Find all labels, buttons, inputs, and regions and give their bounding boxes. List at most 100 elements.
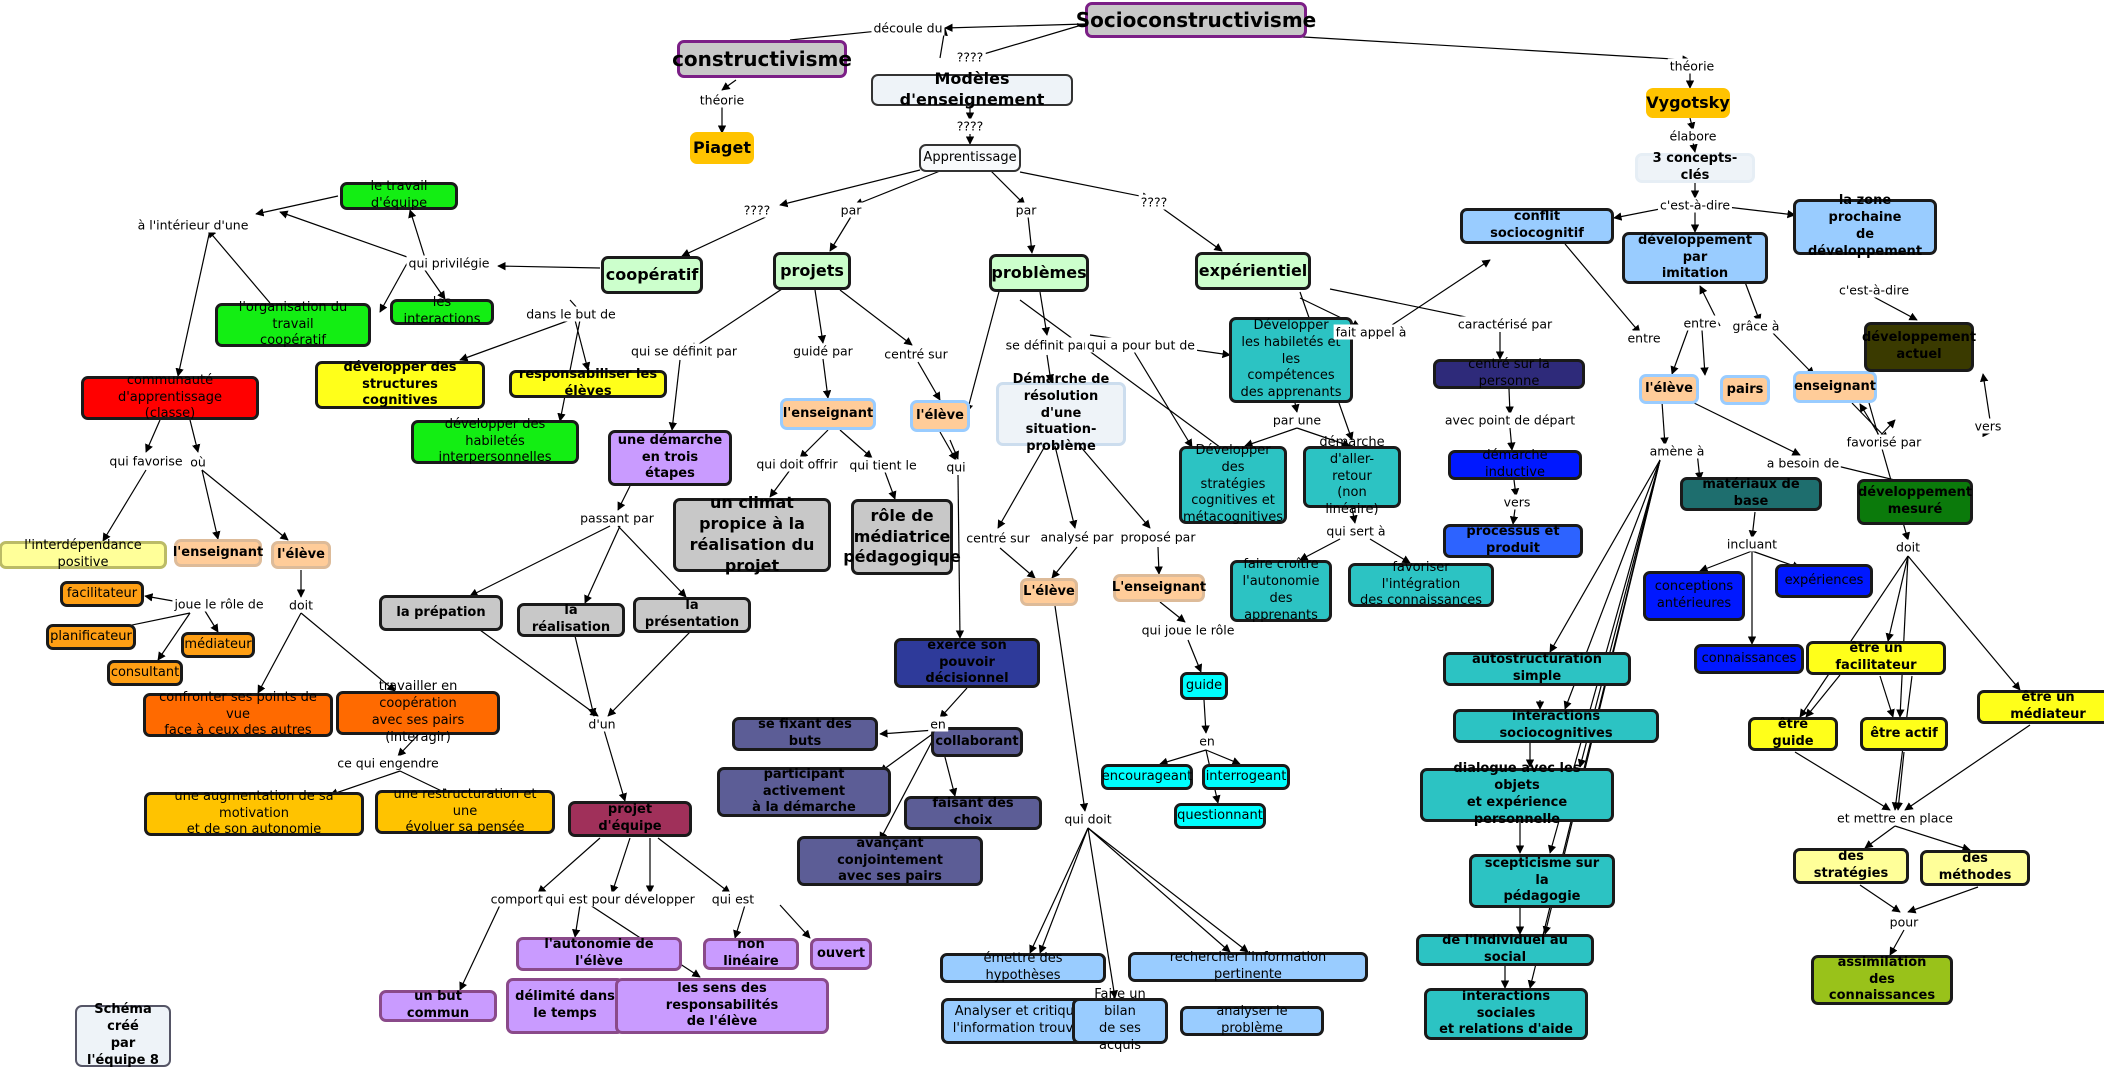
node-delimite: délimité dans le temps	[506, 978, 624, 1034]
connector-arrow	[1159, 749, 1207, 766]
node-eleve-prob: L'élève	[1020, 578, 1078, 606]
link-label-qui-tient-le: qui tient le	[847, 457, 919, 473]
node-dev-strategies: Développer des stratégies cognitives et …	[1179, 443, 1287, 525]
node-cooperatif: coopératif	[601, 256, 703, 294]
connector-arrow	[917, 361, 941, 401]
connector-arrow	[1700, 329, 1709, 376]
node-faire-bilan: Faire un bilan de ses acquis	[1072, 987, 1168, 1053]
node-ouvert: ouvert	[810, 938, 872, 970]
node-organisation-travail: l'organisation du travail coopératif	[215, 300, 371, 348]
link-label-entre-dev: entre	[1681, 315, 1719, 331]
connector-arrow	[879, 729, 936, 738]
link-label-se-definit-par: se définit par	[1003, 337, 1091, 353]
connector-arrow	[175, 229, 211, 377]
link-label-grace-a: grâce à	[1730, 318, 1782, 334]
link-label-qui-doit: qui doit	[1062, 811, 1114, 827]
connector-arrow	[1201, 699, 1210, 734]
node-augmentation-motivation: une augmentation de sa motivation et de …	[144, 789, 364, 837]
connector-arrow	[574, 319, 591, 371]
node-participant: participant activement à la démarche	[717, 767, 891, 817]
connector-arrow	[610, 837, 631, 894]
node-encourageant: encourageant	[1101, 764, 1193, 790]
node-sens-responsabilites: les sens des responsabilités de l'élève	[615, 978, 829, 1034]
node-fixant-buts: se fixant des buts	[732, 717, 878, 751]
node-analyser-probleme: analyser le problème	[1180, 1004, 1324, 1036]
link-label-qui-a-pour-but: qui a pour but de	[1085, 337, 1197, 353]
node-etre-guide: être guide	[1748, 717, 1838, 751]
node-eleve-vyg: l'élève	[1639, 374, 1699, 404]
connector-arrow	[1038, 827, 1089, 954]
connector-arrow	[854, 170, 941, 207]
node-des-strategies: des stratégies	[1793, 848, 1909, 884]
node-dev-structures: développer des structures cognitives	[315, 360, 485, 409]
connector-arrow	[1670, 329, 1689, 375]
node-but-commun: un but commun	[379, 989, 497, 1022]
link-label-en-exerce: en	[928, 716, 948, 732]
node-enseignant-projets: l'enseignant	[780, 398, 876, 430]
node-climat: un climat propice à la réalisation du pr…	[673, 493, 831, 575]
link-label-theorie-piaget: théorie	[697, 92, 747, 108]
connector-arrow	[1159, 601, 1186, 623]
connector-arrow	[733, 904, 746, 939]
link-label-avec-point-depart: avec point de départ	[1442, 412, 1578, 428]
connector-arrow	[939, 687, 968, 719]
connector-arrow	[1748, 511, 1758, 539]
connector-arrow	[607, 631, 691, 717]
link-label-cest-a-dire: c'est-à-dire	[1657, 197, 1733, 213]
node-enseignant-prob: L'enseignant	[1112, 574, 1206, 602]
connector-arrow	[603, 729, 627, 802]
connector-arrow	[255, 195, 339, 217]
node-demarche-inductive: démarche inductive	[1448, 448, 1582, 480]
link-label-caracterise-par: caractérisé par	[1455, 316, 1555, 332]
node-experientiel: expérientiel	[1195, 252, 1311, 290]
link-label-qui-privilegie: qui privilégie	[406, 255, 492, 271]
node-planificateur: planificateur	[46, 624, 136, 650]
node-interactions-socio: interactions sociocognitives	[1453, 709, 1659, 743]
connector-arrow	[1864, 825, 1896, 849]
connector-arrow	[1979, 373, 1991, 421]
link-label-et-mettre: et mettre en place	[1835, 810, 1955, 826]
connector-arrow	[657, 837, 731, 894]
connector-arrow	[1873, 296, 1918, 321]
node-etre-facilitateur: être un facilitateur	[1806, 641, 1946, 675]
node-experiences: expériences	[1775, 564, 1873, 598]
node-dev-habiletes-comp: Développer les habiletés et les compéten…	[1229, 317, 1353, 403]
link-label-analyse-par: analysé par	[1038, 529, 1116, 545]
connector-arrow	[814, 289, 827, 344]
connector-arrow	[949, 439, 959, 460]
connector-arrow	[459, 904, 501, 991]
link-label-qui-doit-offrir: qui doit offrir	[754, 456, 840, 472]
node-demarche-resolution: Démarche de résolution d'une situation-p…	[996, 372, 1126, 454]
node-dev-actuel: développement actuel	[1862, 322, 1976, 372]
connector-arrow	[207, 229, 271, 304]
node-socio: Socioconstructivisme	[1076, 2, 1316, 38]
node-conflit: conflit sociocognitif	[1460, 208, 1614, 244]
node-restructuration: une restructuration et une évoluer sa pe…	[375, 787, 555, 835]
node-conceptions: conceptions antérieures	[1643, 571, 1745, 621]
link-label-par-une: par une	[1270, 412, 1324, 428]
link-label-cest-a-dire-zone: c'est-à-dire	[1836, 282, 1912, 298]
node-favoriser-integration: favoriser l'intégration des connaissance…	[1348, 560, 1494, 608]
connector-arrow	[574, 635, 597, 717]
node-enseignant-vyg: enseignant	[1793, 371, 1877, 403]
node-travailler-coop: travailler en coopération avec ses pairs…	[336, 679, 500, 745]
connector-arrow	[1889, 929, 1905, 956]
node-dev-habiletes-inter: développer des habiletés interpersonnell…	[411, 417, 579, 465]
connector-arrow	[1027, 215, 1036, 254]
connector-arrow	[1805, 674, 1841, 718]
node-autonomie-eleve: l'autonomie de l'élève	[516, 937, 682, 971]
connector-arrow	[1894, 751, 1905, 811]
connector-arrow	[997, 445, 1046, 529]
connector-arrow	[1859, 884, 1901, 913]
link-label-qui-est-pour: qui est pour développer	[543, 891, 697, 907]
connector-arrow	[1691, 401, 1801, 456]
connector-arrow	[1087, 827, 1249, 953]
connector-arrow	[939, 431, 957, 461]
node-etre-mediateur: être un médiateur	[1977, 690, 2104, 724]
node-confronter: confronter ses points de vue face à ceux…	[143, 690, 333, 738]
node-role-mediatrice: rôle de médiatrice pédagogique	[843, 499, 961, 575]
link-label-qui-est: qui est	[709, 891, 757, 907]
connector-arrow	[1291, 402, 1300, 413]
link-label-favorise-par: favorisé par	[1844, 434, 1924, 450]
link-label-elabore: élabore	[1667, 128, 1719, 144]
